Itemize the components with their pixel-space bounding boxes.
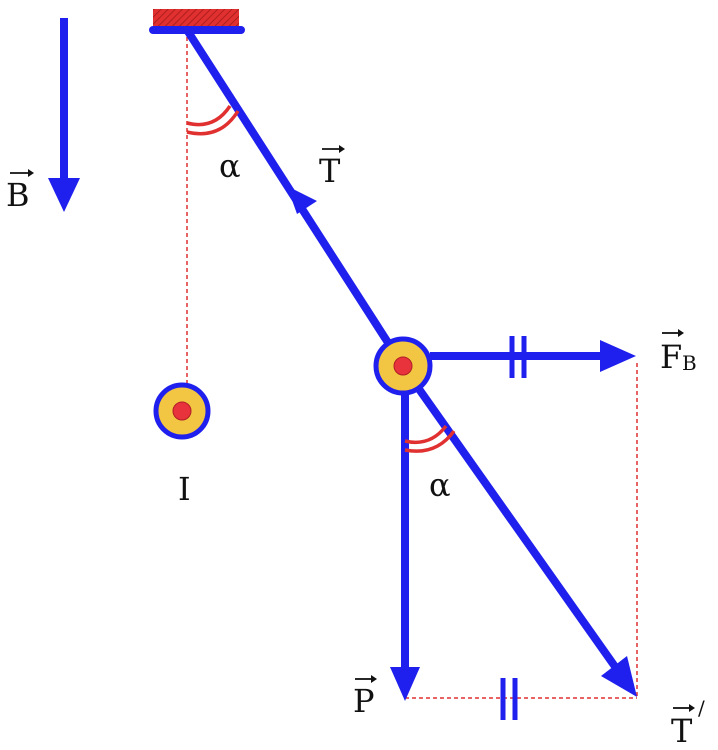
weight-vector-arrowhead [390,667,420,701]
vector-arrow-icon [673,704,695,712]
magnetic-force-label: F B [660,329,697,376]
angle-label-bottom: α [429,466,451,504]
vector-arrow-icon [322,145,345,153]
angle-arc-bottom [404,424,456,453]
vector-arrow-icon [662,329,684,337]
weight-label: P [353,675,377,720]
svg-text:P: P [353,682,375,720]
magnetic-field-label: B [6,169,34,214]
tension-arrowhead [287,186,317,214]
magnetic-field-arrowhead [48,178,80,212]
svg-text:B: B [682,351,697,375]
resultant-tension-arrowhead [601,656,637,697]
tension-label: T [319,145,345,190]
ceiling-support [153,9,239,26]
svg-text:T: T [671,712,693,750]
svg-text:F: F [660,338,682,376]
current-label: I [178,470,191,508]
equal-tick-marks-projection [500,678,518,720]
svg-text:/: / [698,696,705,720]
current-conductor-left [153,382,211,440]
vector-arrow-icon [10,169,34,177]
resultant-tension-label: T / [671,696,705,750]
angle-arc-top [186,104,240,136]
resultant-tension-shaft [410,379,620,671]
equal-tick-marks-force [509,336,527,378]
vector-arrow-icon [355,675,377,683]
magnetic-force-arrowhead [600,340,636,372]
svg-text:T: T [319,152,341,190]
angle-label-top: α [219,147,241,185]
svg-text:B: B [6,176,30,214]
current-conductor-displaced [373,336,433,396]
